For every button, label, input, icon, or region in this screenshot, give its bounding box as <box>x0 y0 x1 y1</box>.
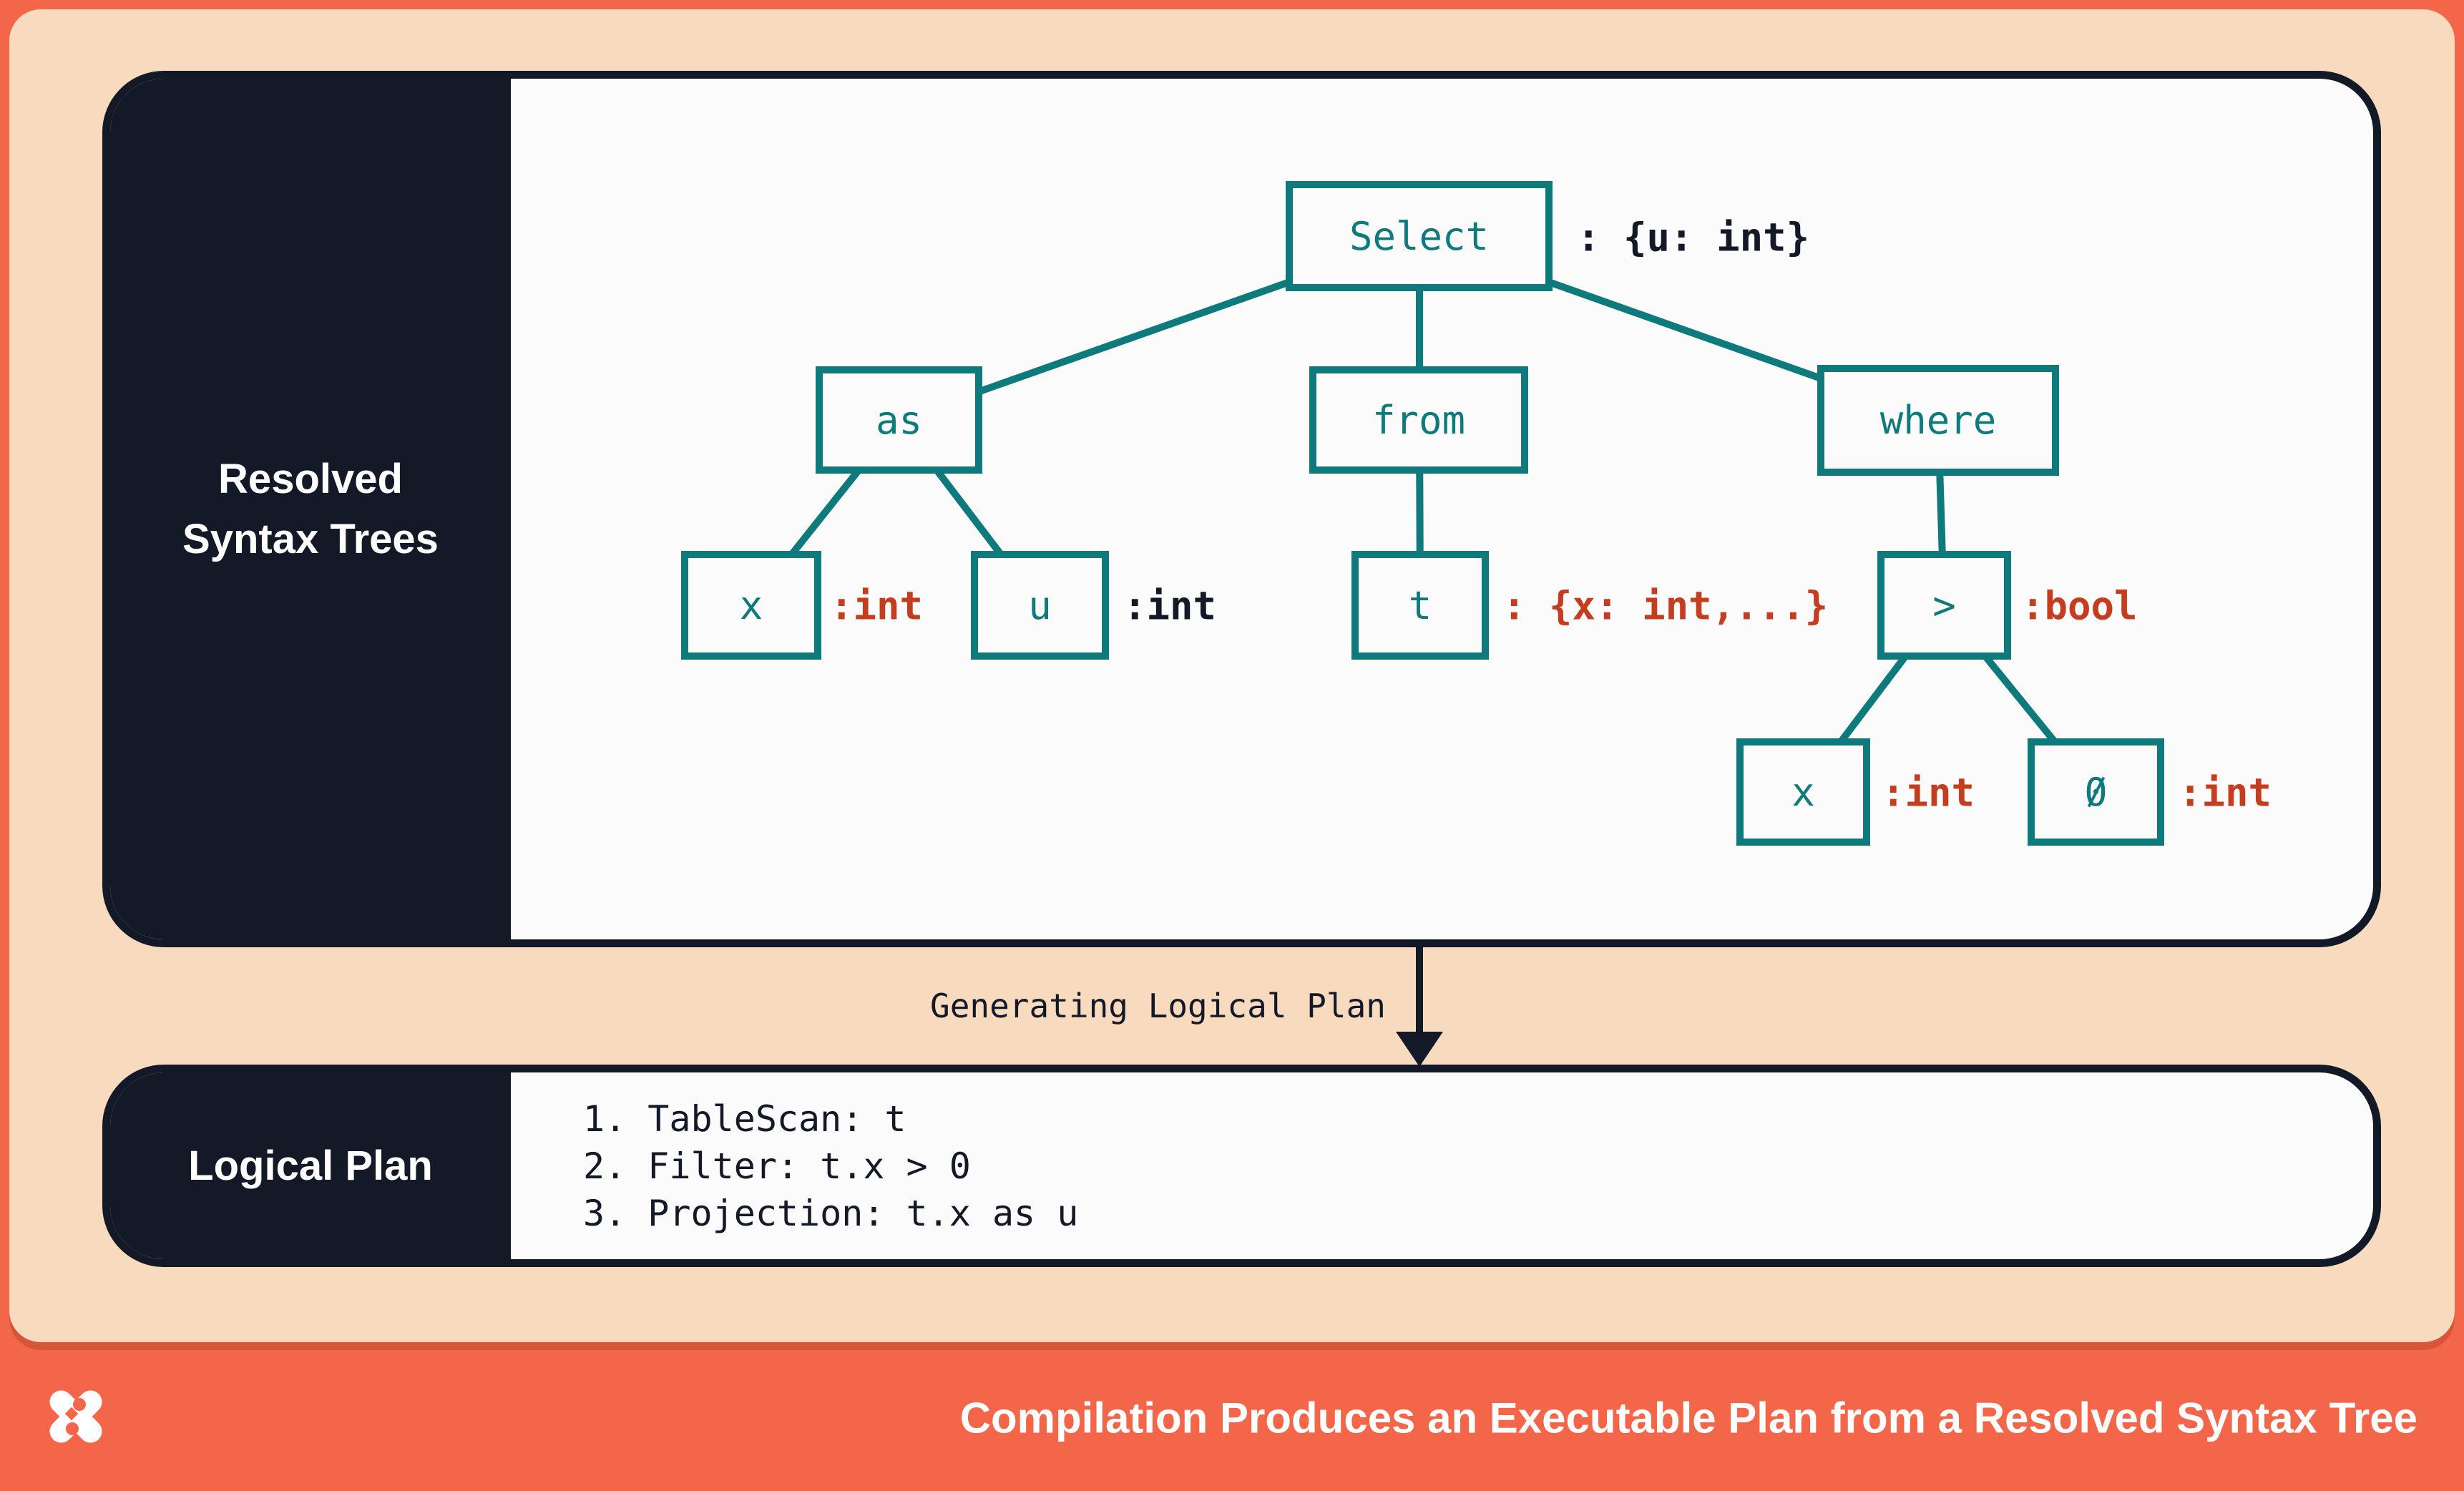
tree-node-t-table: t <box>1351 551 1489 660</box>
down-arrow-shaft <box>1416 947 1423 1033</box>
type-annotation-x-alias: :int <box>830 583 924 629</box>
footer-bar: Compilation Produces an Executable Plan … <box>0 1342 2464 1491</box>
plan-step: 3. Projection: t.x as u <box>583 1192 1079 1234</box>
plan-step: 2. Filter: t.x > 0 <box>583 1145 971 1187</box>
tree-node-label: t <box>1408 582 1432 628</box>
tree-node-x-alias: x <box>681 551 821 660</box>
panel-title-line: Resolved <box>218 455 403 502</box>
logical-plan-panel: 1. TableScan: t 2. Filter: t.x > 0 3. Pr… <box>102 1065 2381 1267</box>
tree-node-label: u <box>1028 582 1052 628</box>
tree-node-label: x <box>1791 769 1815 815</box>
tree-node-label: from <box>1372 397 1466 443</box>
logical-plan-sidebar: Logical Plan <box>110 1072 511 1259</box>
tree-node-where: where <box>1817 365 2059 476</box>
tree-node-u-alias: u <box>971 551 1109 660</box>
tree-node-label: as <box>875 397 923 443</box>
tree-node-label: where <box>1879 398 1997 443</box>
pinwheel-x-logo-icon <box>49 1390 102 1443</box>
down-arrow-head <box>1396 1032 1443 1067</box>
resolved-syntax-trees-sidebar: Resolved Syntax Trees <box>110 79 511 939</box>
type-annotation-zero-operand: :int <box>2179 770 2272 816</box>
transition-label: Generating Logical Plan <box>930 987 1386 1025</box>
type-annotation-greater-than: :bool <box>2021 583 2138 629</box>
tree-node-from: from <box>1309 366 1528 474</box>
tree-node-select: Select <box>1286 181 1553 291</box>
syntax-tree: Select : {u: int} as from where x :int u… <box>110 79 2373 939</box>
tree-node-label: x <box>739 582 763 628</box>
resolved-syntax-trees-panel: Select : {u: int} as from where x :int u… <box>102 71 2381 947</box>
type-annotation-x-operand: :int <box>1882 770 1975 816</box>
tree-node-as: as <box>816 366 982 474</box>
tree-node-greater-than: > <box>1877 551 2011 660</box>
type-annotation-t-table: : {x: int,...} <box>1502 583 1829 629</box>
footer-title: Compilation Produces an Executable Plan … <box>959 1394 2417 1442</box>
tree-node-x-operand: x <box>1736 738 1870 846</box>
tree-node-zero-operand: 0 <box>2028 738 2164 846</box>
tree-node-label: Select <box>1349 213 1490 259</box>
type-annotation-select: : {u: int} <box>1577 215 1810 260</box>
type-annotation-u-alias: :int <box>1123 583 1217 629</box>
panel-title-line: Syntax Trees <box>182 515 439 562</box>
logical-plan-steps: 1. TableScan: t 2. Filter: t.x > 0 3. Pr… <box>583 1072 1078 1259</box>
tree-node-label: > <box>1932 582 1956 628</box>
plan-step: 1. TableScan: t <box>583 1098 906 1140</box>
panel-title-line: Logical Plan <box>188 1142 433 1189</box>
